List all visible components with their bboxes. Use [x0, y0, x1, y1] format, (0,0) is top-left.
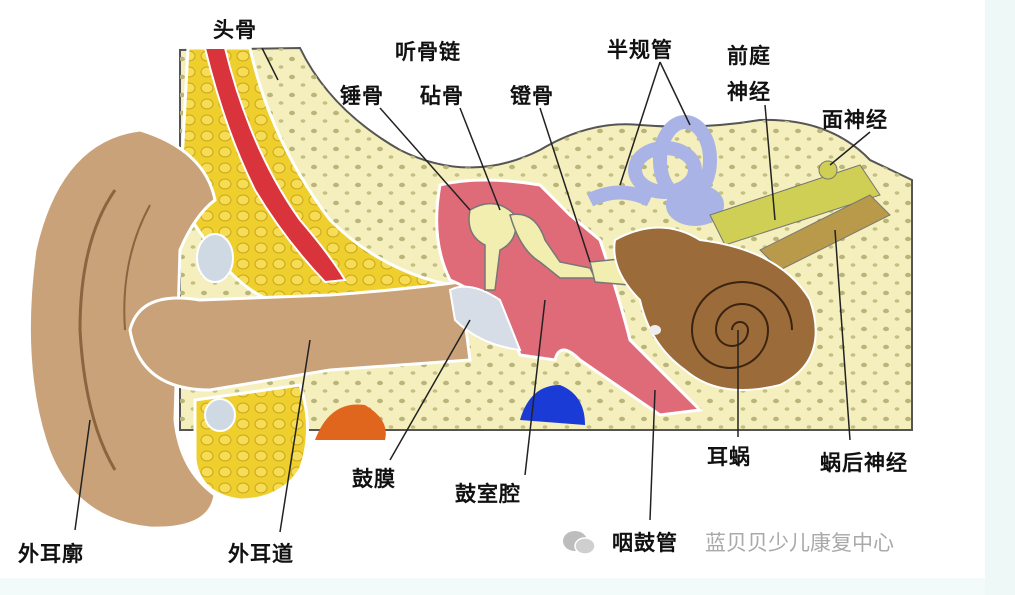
- label-vestibular-nerve-1: 前庭: [727, 44, 771, 68]
- label-cochlea: 耳蜗: [707, 445, 751, 469]
- label-facial-nerve: 面神经: [822, 108, 888, 132]
- wechat-icon: [563, 531, 596, 555]
- label-skull: 头骨: [213, 18, 257, 42]
- auricle-shape: [27, 128, 217, 530]
- nerves-shape: [709, 160, 891, 271]
- orange-tissue: [315, 404, 386, 440]
- skull-layer: [178, 46, 451, 502]
- label-malleus: 锤骨: [340, 84, 384, 108]
- label-vestibular-nerve-2: 神经: [727, 80, 771, 104]
- leader-lines: [74, 47, 871, 533]
- ear-canal-shape: [128, 280, 472, 392]
- label-tympanic-cavity: 鼓室腔: [455, 482, 521, 506]
- label-eustachian-tube: 咽鼓管: [612, 531, 678, 555]
- label-stapes: 镫骨: [510, 84, 554, 108]
- label-semicircular-canals: 半规管: [607, 38, 673, 62]
- right-border: [985, 0, 1015, 595]
- watermark: 蓝贝贝少儿康复中心: [705, 531, 894, 555]
- label-ear-canal: 外耳道: [228, 542, 294, 566]
- bottom-border: [0, 578, 985, 595]
- label-retrocochlear-nerve: 蜗后神经: [820, 451, 908, 475]
- label-eardrum: 鼓膜: [352, 467, 396, 491]
- cochlea-shape: [613, 226, 817, 391]
- label-ossicles: 听骨链: [395, 40, 461, 64]
- label-incus: 砧骨: [420, 84, 464, 108]
- blue-vessel: [520, 385, 585, 425]
- semicircular-canals-shape: [586, 115, 724, 226]
- label-auricle: 外耳廓: [18, 542, 84, 566]
